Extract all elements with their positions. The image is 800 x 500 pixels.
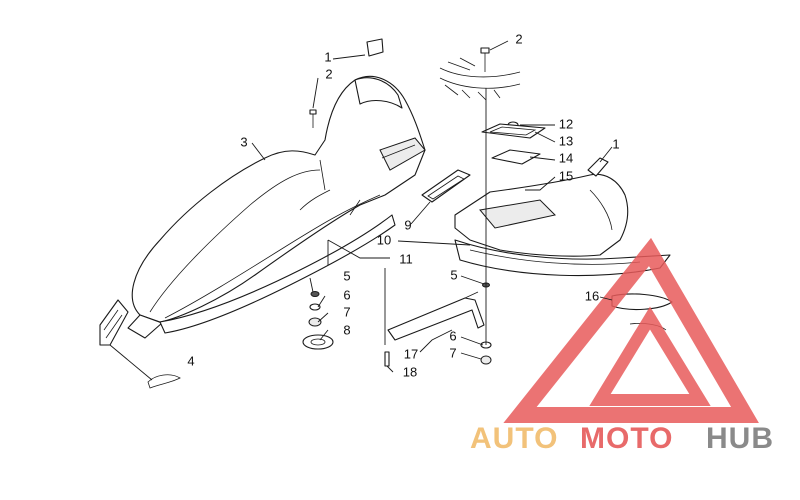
callout-5-right: 5 [450,267,457,282]
callout-3: 3 [240,134,247,149]
leader-lines [251,40,613,373]
callout-4: 4 [187,353,194,368]
callout-15: 15 [559,168,573,183]
callout-2-right: 2 [515,31,522,46]
callout-1-right: 1 [612,136,619,151]
callout-9: 9 [404,217,411,232]
callout-6-left: 6 [343,287,350,302]
callout-11: 11 [399,251,413,266]
callout-13: 13 [559,133,573,148]
watermark-moto: MOTO [580,422,673,455]
callout-5-left: 5 [343,268,350,283]
callout-labels: 1 2 3 4 5 6 7 8 11 2 12 13 14 15 1 9 10 … [187,31,619,379]
watermark-logo-icon [503,237,759,423]
callout-12: 12 [559,116,573,131]
callout-6-right: 6 [449,328,456,343]
callout-7-right: 7 [449,345,456,360]
callout-1-left: 1 [324,49,331,64]
grommet-stack-left [302,291,334,350]
callout-2-left: 2 [325,66,332,81]
seal-part [421,169,471,203]
callout-14: 14 [559,150,573,165]
bolt-left [309,109,317,128]
callout-7-left: 7 [343,304,350,319]
rivet-part [384,351,390,367]
callout-10: 10 [377,232,391,247]
watermark-hub: HUB [706,422,774,455]
frame-top-part [439,57,521,101]
callout-17: 17 [404,346,418,361]
hood-body-part [127,75,426,339]
callout-8: 8 [343,322,350,337]
watermark-text: AUTO MOTO HUB [470,422,774,455]
grille-part [99,299,129,346]
bolt-right [480,47,490,72]
callout-18: 18 [403,364,417,379]
cap-right [587,157,609,177]
retaining-pin-part [109,344,181,389]
callout-16: 16 [585,288,599,303]
bracket-17-part [387,291,485,341]
gasket-stack [481,121,546,165]
watermark-auto: AUTO [470,422,558,455]
cap-left [366,38,384,57]
